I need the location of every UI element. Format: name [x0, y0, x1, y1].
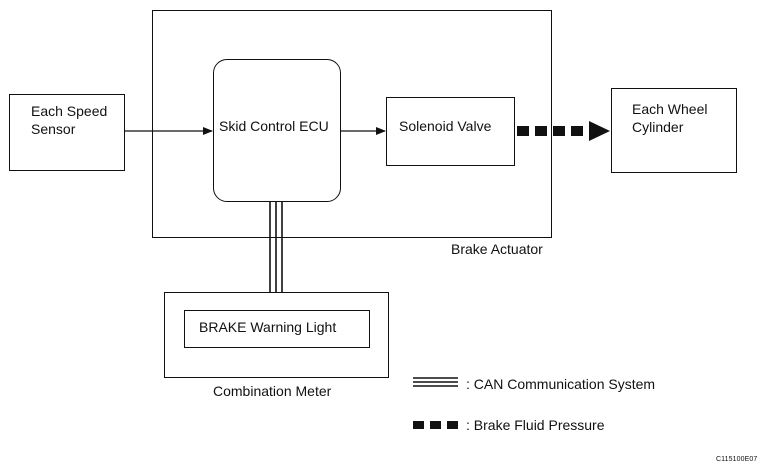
wheel-cylinder-label: Each Wheel Cylinder — [632, 101, 708, 135]
solenoid-valve-box — [386, 97, 515, 166]
warning-light-box — [184, 310, 370, 348]
figure-code: C115100E07 — [716, 456, 758, 463]
skid-control-ecu-label: Skid Control ECU — [219, 118, 329, 134]
speed-sensor-box — [9, 94, 125, 171]
speed-sensor-label: Each Speed Sensor — [31, 103, 108, 137]
legend-fluid-symbol — [413, 421, 458, 429]
warning-light-label: BRAKE Warning Light — [199, 319, 337, 335]
solenoid-valve-label: Solenoid Valve — [399, 118, 492, 134]
legend-fluid-label: : Brake Fluid Pressure — [466, 417, 605, 433]
legend-can-label: : CAN Communication System — [466, 376, 656, 392]
legend-can-symbol — [413, 377, 458, 387]
combination-meter-label: Combination Meter — [213, 383, 332, 399]
skid-control-ecu-box — [213, 59, 341, 202]
wheel-cylinder-box — [611, 88, 737, 173]
brake-actuator-label: Brake Actuator — [451, 241, 543, 257]
